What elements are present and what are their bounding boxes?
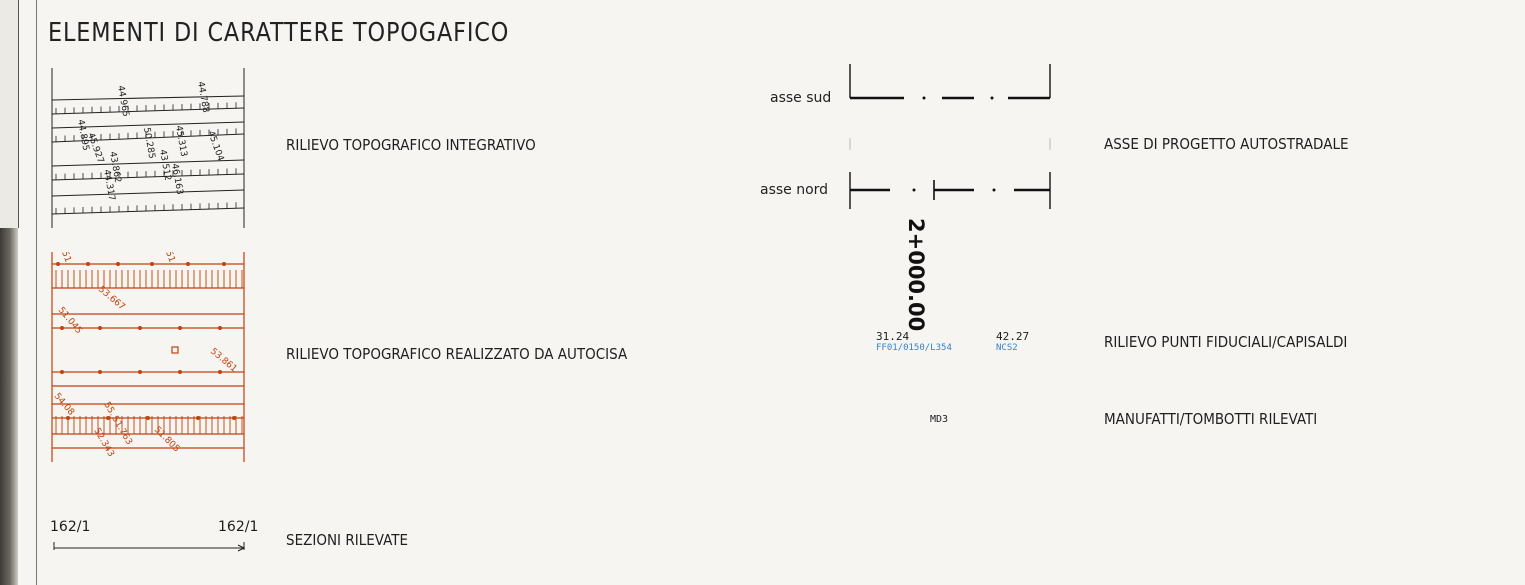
asse-progetto-drawing xyxy=(849,64,1051,209)
survey-point xyxy=(138,370,142,374)
survey-point xyxy=(56,262,60,266)
survey-point xyxy=(66,416,70,420)
legend-label-asse: ASSE DI PROGETTO AUTOSTRADALE xyxy=(1104,135,1349,153)
frame-line xyxy=(36,0,37,585)
fiduciale-value-1: 31.24 xyxy=(876,330,910,343)
elevation-label: 53.861 xyxy=(208,347,239,375)
page-title: ELEMENTI DI CARATTERE TOPOGAFICO xyxy=(48,18,510,48)
asse-sud-label: asse sud xyxy=(770,90,832,106)
elevation-label: 51.805 xyxy=(152,425,181,454)
survey-point xyxy=(98,326,102,330)
elevation-label: 45.313 xyxy=(173,125,188,158)
survey-point xyxy=(186,262,190,266)
elevation-label: 53.667 xyxy=(96,285,127,313)
survey-point xyxy=(138,326,142,330)
survey-point xyxy=(60,326,64,330)
elevation-label: 52.343 xyxy=(91,427,115,459)
fiduciale-code-2: NCS2 xyxy=(996,343,1018,353)
survey-point xyxy=(196,416,200,420)
survey-point xyxy=(98,370,102,374)
sezione-left-tag: 162/1 xyxy=(50,519,91,535)
legend-label-integrativo: RILIEVO TOPOGRAFICO INTEGRATIVO xyxy=(286,136,536,154)
survey-point xyxy=(222,262,226,266)
elevation-label: 54.08 xyxy=(52,392,76,418)
chainage-label: 2+000.00 xyxy=(904,218,928,332)
elevation-label: 44.965 xyxy=(115,85,130,118)
survey-point xyxy=(218,370,222,374)
integrativo-survey-drawing: 44.965 44.788 44.895 45.927 50.285 45.31… xyxy=(51,68,245,228)
survey-point xyxy=(86,262,90,266)
scan-edge xyxy=(0,0,19,585)
asse-nord-label: asse nord xyxy=(760,182,829,198)
sezioni-rilevate-drawing xyxy=(53,542,246,552)
legend-label-fiduciali: RILIEVO PUNTI FIDUCIALI/CAPISALDI xyxy=(1104,333,1348,351)
legend-label-manufatti: MANUFATTI/TOMBOTTI RILEVATI xyxy=(1104,410,1318,428)
manufatto-code: MD3 xyxy=(930,414,949,425)
legend-label-autocisa: RILIEVO TOPOGRAFICO REALIZZATO DA AUTOCI… xyxy=(286,345,628,363)
survey-point xyxy=(106,416,110,420)
survey-point xyxy=(146,416,150,420)
fiduciale-code-1: FF01/0150/L354 xyxy=(876,343,952,353)
survey-point xyxy=(232,416,236,420)
elevation-label: 51.763 xyxy=(109,415,133,447)
survey-point xyxy=(218,326,222,330)
autocisa-survey-drawing: 51. 51. 53.667 51.045 53.861 54.08 55. 5… xyxy=(51,252,245,462)
survey-point xyxy=(178,326,182,330)
survey-point xyxy=(116,262,120,266)
elevation-label: 50.285 xyxy=(141,127,156,160)
elevation-label: 51.045 xyxy=(56,306,84,337)
sezione-right-tag: 162/1 xyxy=(218,519,259,535)
legend-label-sezioni: SEZIONI RILEVATE xyxy=(286,531,409,549)
survey-point xyxy=(178,370,182,374)
survey-point xyxy=(150,262,154,266)
survey-point xyxy=(60,370,64,374)
fiduciale-value-2: 42.27 xyxy=(996,330,1030,343)
